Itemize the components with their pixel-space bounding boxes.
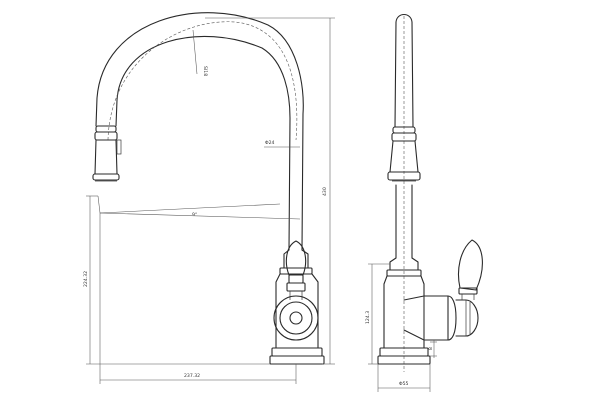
spout-reach-label: 237.32 xyxy=(184,373,200,379)
side-spray-head xyxy=(387,126,421,182)
spout-outer-arc xyxy=(95,12,304,251)
head-angle-label: 9° xyxy=(192,212,197,218)
spout-centerline xyxy=(107,21,298,141)
hose-diameter-label: Φ24 xyxy=(265,140,275,146)
lever-height-label: 224.32 xyxy=(83,271,89,287)
tap-body xyxy=(269,240,325,365)
side-spout xyxy=(394,13,414,128)
side-view: 124.3 8 Φ55 xyxy=(365,13,483,392)
total-height-label: 430 xyxy=(322,187,328,196)
base-diameter-label: Φ55 xyxy=(399,381,409,387)
front-view: SI18 Φ24 9° 430 224.32 237.32 xyxy=(83,12,335,384)
small-offset-label: 8 xyxy=(428,347,434,350)
spout-diameter-label: SI18 xyxy=(202,66,208,76)
side-body xyxy=(377,239,483,365)
spray-head xyxy=(92,125,122,182)
spout-inner-arc xyxy=(115,35,291,251)
side-height-label: 124.3 xyxy=(365,311,371,324)
